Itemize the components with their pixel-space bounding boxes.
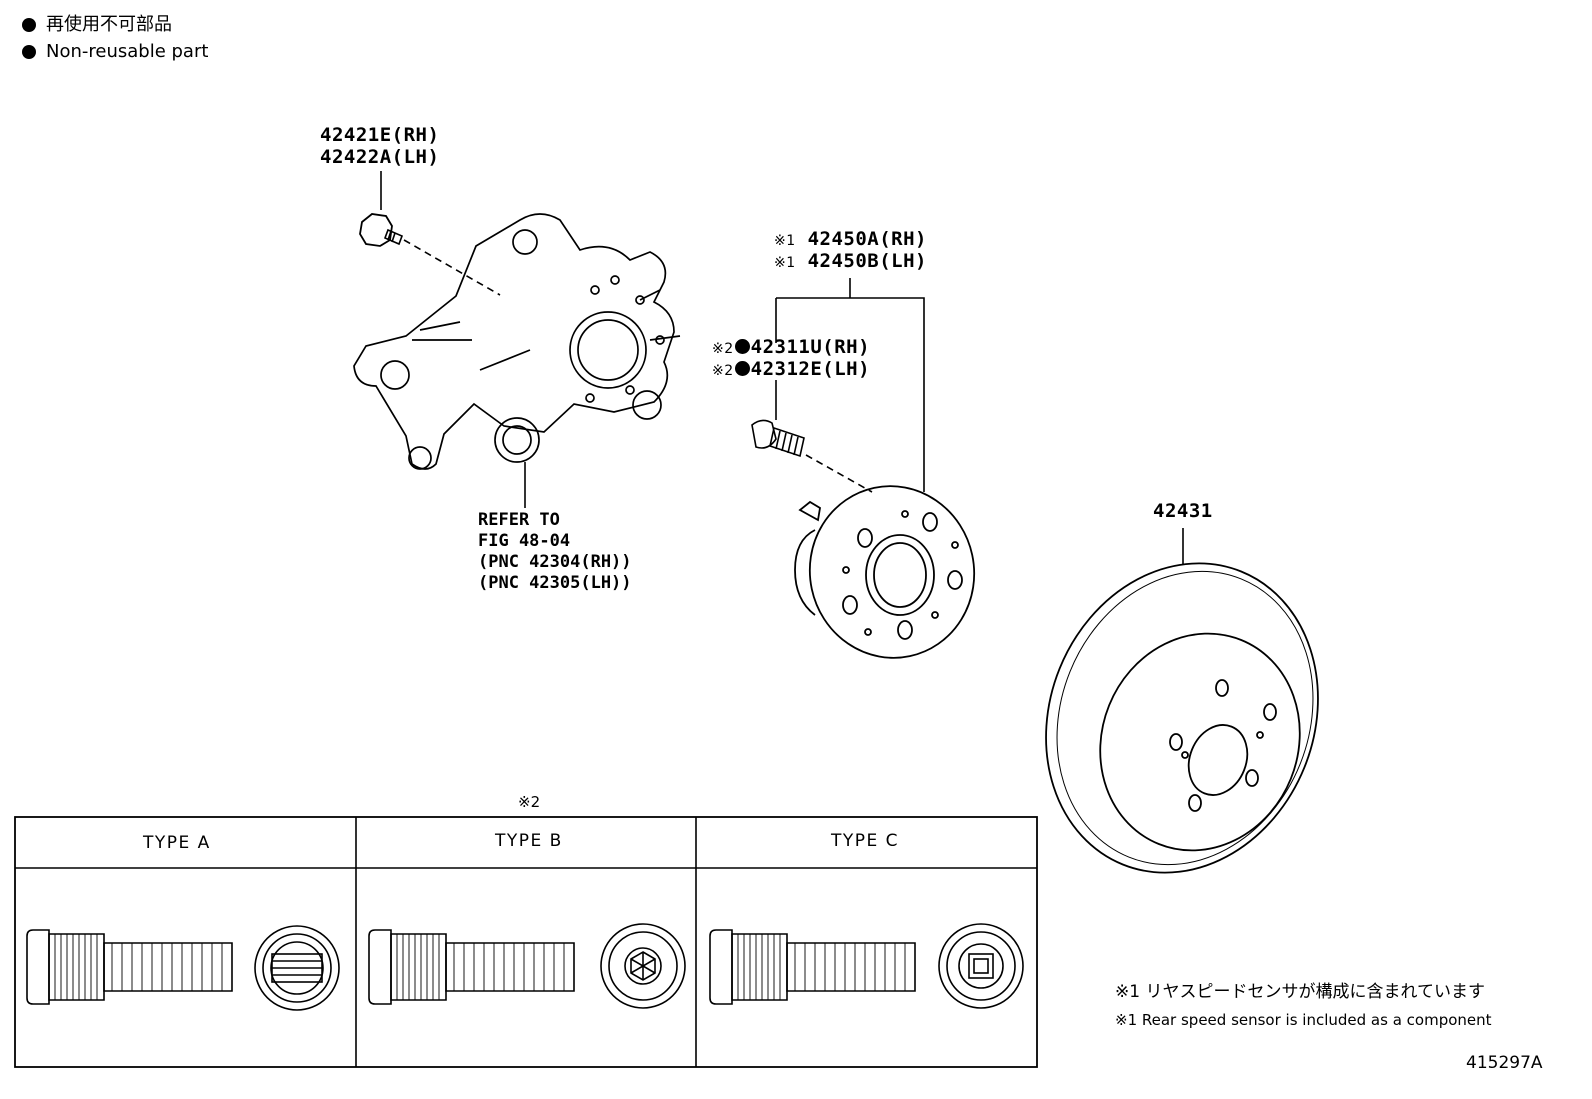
- hub-rh: ※1 42450A(RH): [774, 228, 927, 250]
- refer-line2: FIG 48-04: [478, 531, 571, 551]
- figure-id: 415297A: [1466, 1053, 1543, 1073]
- refer-line1: REFER TO: [478, 510, 560, 530]
- types-table-frame: [14, 816, 1038, 1068]
- non-reusable-bullet-icon: [734, 361, 750, 376]
- bolt-top-rh: 42421E(RH): [320, 124, 440, 146]
- legend-jp: 再使用不可部品: [22, 14, 172, 36]
- brake-disc-icon: [1045, 562, 1319, 874]
- refer-line4: (PNC 42305(LH)): [478, 573, 632, 593]
- hub-bolt-ref-mark: ※2: [712, 341, 734, 357]
- stud-type-b-icon: [368, 929, 575, 1005]
- hub-bolt-rh-text: 42311U(RH): [750, 336, 871, 358]
- bolt-top-lh: 42422A(LH): [320, 146, 440, 168]
- stud-end-type-b-icon: [600, 923, 686, 1009]
- legend-en-text: Non-reusable part: [46, 41, 209, 62]
- type-a-header: TYPE A: [143, 833, 211, 853]
- types-table-ref: ※2: [518, 793, 541, 811]
- hub-bolt-rh: ※2 42311U(RH): [712, 336, 870, 358]
- hub-bolt-lh-text: 42312E(LH): [750, 358, 871, 380]
- hub-ref-mark: ※1: [774, 255, 796, 271]
- hub-lh: ※1 42450B(LH): [774, 250, 927, 272]
- type-b-header: TYPE B: [495, 831, 563, 851]
- refer-line3: (PNC 42304(RH)): [478, 552, 632, 572]
- hub-bolt-lh: ※2 42312E(LH): [712, 358, 870, 380]
- non-reusable-bullet-icon: [22, 45, 36, 59]
- non-reusable-bullet-icon: [734, 339, 750, 354]
- disc-label: 42431: [1153, 500, 1213, 522]
- note-jp: ※1 リヤスピードセンサが構成に含まれています: [1115, 982, 1485, 1002]
- note-en: ※1 Rear speed sensor is included as a co…: [1115, 1011, 1492, 1029]
- hub-bolt-icon: [751, 419, 805, 458]
- stud-type-a-icon: [26, 929, 233, 1005]
- hub-bracket: [775, 297, 925, 492]
- non-reusable-bullet-icon: [22, 18, 36, 32]
- type-c-header: TYPE C: [831, 831, 900, 851]
- hub-rh-text: 42450A(RH): [807, 228, 927, 250]
- hub-ref-mark: ※1: [774, 233, 796, 249]
- stud-type-c-icon: [709, 929, 916, 1005]
- knuckle-icon: [353, 213, 681, 470]
- stud-end-type-a-icon: [254, 925, 340, 1011]
- flange-bolt-icon: [359, 213, 404, 247]
- stud-end-type-c-icon: [938, 923, 1024, 1009]
- hub-assembly-icon: [794, 485, 976, 659]
- bolt-dash-line: [403, 239, 501, 296]
- hub-lh-text: 42450B(LH): [807, 250, 927, 272]
- legend-en: Non-reusable part: [22, 41, 208, 63]
- hub-bolt-dash-line: [805, 454, 873, 493]
- hub-bolt-ref-mark: ※2: [712, 363, 734, 379]
- legend-jp-text: 再使用不可部品: [46, 14, 172, 35]
